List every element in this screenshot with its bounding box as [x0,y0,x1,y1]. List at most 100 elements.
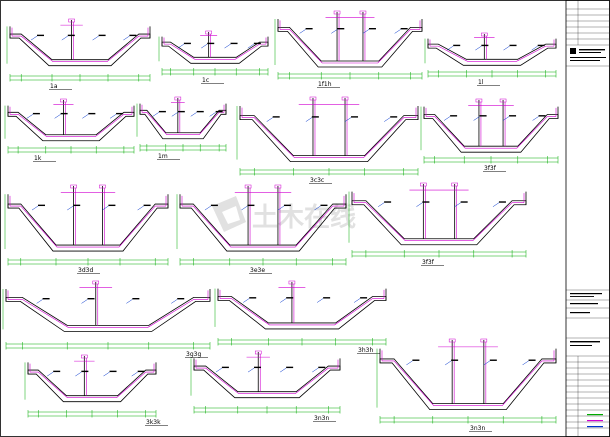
section-detail: 3g3g [2,280,211,358]
callout-text-block [183,42,191,45]
callout-text-block [286,297,294,299]
callout-text-block [42,298,50,300]
section-label: 1c [202,77,209,84]
callout-leader [81,299,88,304]
callout-text-block [360,297,368,299]
pier-cap [451,182,458,187]
callout-leader [473,116,480,121]
section-detail: 3h3h [214,280,387,354]
callout-leader [280,298,287,303]
callout-text-block [509,115,517,117]
callout-leader [266,117,273,122]
callout-text-block [528,359,536,361]
pier-cap [254,350,262,355]
section-detail: 3n3n [190,350,341,422]
callout-text-block [32,112,40,115]
section-detail: 1m [136,96,227,160]
callout-leader [47,371,54,377]
pier-cap [309,96,317,101]
callout-text-block [537,44,545,47]
rebar-line [430,45,554,62]
rebar-line [382,360,554,406]
callout-leader [131,371,138,377]
concrete-outline [379,358,557,411]
callout-text-block [323,297,331,299]
callout-text-block [538,115,546,117]
pier-cap [341,96,349,101]
callout-leader [314,205,321,211]
pier-cap [333,10,341,15]
callout-text-block [108,204,116,207]
concrete-outline [351,200,527,246]
callout-text-block [337,28,345,30]
section-label: 3d3d [78,267,93,274]
callout-leader [331,29,338,34]
pier-cap [499,98,507,103]
callout-text-block [481,44,489,47]
rebar-line [426,116,556,149]
callout-leader [61,35,68,41]
pier-cap [481,32,488,37]
callout-text-block [177,298,185,300]
section-detail: 1l [424,32,557,86]
callout-leader [190,112,197,117]
callout-leader [280,367,287,373]
rebar-line [242,117,416,158]
concrete-outline [193,365,341,399]
pier-cap [274,184,282,189]
section-detail: 1c [158,30,269,84]
callout-leader [312,367,319,373]
callout-text-block [37,34,44,37]
callout-leader [177,43,185,49]
company-logo-icon [570,48,576,54]
callout-leader [362,29,370,34]
watermark: 土木在线 [212,196,356,233]
callout-text-block [67,34,75,37]
pier-cap [359,10,367,15]
concrete-outline [423,114,559,153]
callout-leader [277,205,285,211]
callout-text-block [98,34,106,37]
section-label: 3c3c [310,177,324,184]
callout-text-block [305,28,313,30]
callout-leader [444,360,452,366]
callout-leader [30,35,38,41]
pier-cap [480,338,488,343]
callout-text-block [450,115,458,117]
section-label: 3e3e [250,267,265,274]
concrete-outline [9,33,151,67]
rebar-line [280,29,420,64]
callout-leader [416,202,423,207]
callout-text-block [451,359,459,361]
callout-leader [384,117,391,122]
callout-text-block [351,116,359,118]
callout-text-block [53,370,61,373]
callout-text-block [129,34,137,37]
watermark-text: 土木在线 [252,203,356,233]
callout-leader [406,360,413,366]
section-detail: 3d3d [4,184,169,274]
concrete-outline [239,115,419,163]
callout-text-block [247,204,255,207]
callout-text-block [158,110,166,113]
section-label: 1m [158,153,168,160]
section-detail: 3c3c [236,96,419,184]
callout-text-block [116,112,124,115]
callout-leader [531,45,538,51]
callout-leader [102,205,109,211]
callout-leader [522,360,529,366]
pier-cap [99,184,106,189]
callout-leader [171,112,178,117]
pier-cap [92,280,100,285]
section-label: 3n3n [470,425,485,432]
callout-leader [54,114,61,119]
section-label: 3h3h [358,347,373,354]
callout-leader [532,116,539,121]
section-detail: 3n3n [376,338,557,432]
callout-text-block [143,204,151,207]
callout-text-block [210,204,218,207]
section-label: 3g3g [186,351,201,358]
